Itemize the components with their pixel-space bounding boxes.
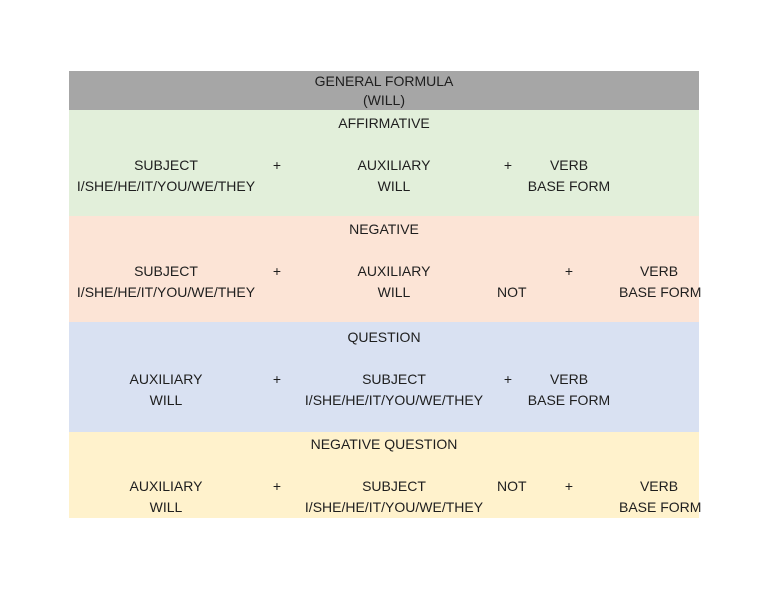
will-formula-table: GENERAL FORMULA (WILL) AFFIRMATIVE SUBJE… xyxy=(69,71,702,518)
formula-cell: WILL xyxy=(149,499,183,515)
formula-cell: WILL xyxy=(377,178,411,194)
formula-cell xyxy=(497,390,519,411)
section-title-affirmative: AFFIRMATIVE xyxy=(338,115,430,131)
spacer-line xyxy=(69,134,699,155)
formula-grid-negative: SUBJECT + AUXILIARY + VERB I/SHE/HE/IT/Y… xyxy=(69,261,702,303)
formula-cell xyxy=(263,282,291,303)
formula-cell: VERB xyxy=(549,371,589,387)
plus-sign: + xyxy=(564,263,574,279)
formula-cell xyxy=(619,390,699,411)
formula-cell: I/SHE/HE/IT/YOU/WE/THEY xyxy=(304,499,484,515)
spacer-line xyxy=(69,240,699,261)
section-title-question: QUESTION xyxy=(347,329,421,345)
formula-cell xyxy=(519,282,619,303)
formula-cell xyxy=(519,497,619,518)
formula-cell: I/SHE/HE/IT/YOU/WE/THEY xyxy=(76,284,256,300)
formula-cell: VERB xyxy=(639,478,679,494)
formula-cell: BASE FORM xyxy=(619,284,702,300)
formula-cell xyxy=(619,176,699,197)
formula-cell: BASE FORM xyxy=(527,392,611,408)
formula-cell xyxy=(497,176,519,197)
plus-sign: + xyxy=(503,157,513,173)
formula-cell xyxy=(619,155,699,176)
formula-cell xyxy=(263,390,291,411)
formula-cell: NOT xyxy=(497,478,527,494)
formula-grid-question: AUXILIARY + SUBJECT + VERB WILL I/SHE/HE… xyxy=(69,369,699,411)
formula-cell: WILL xyxy=(149,392,183,408)
header-title-line2: (WILL) xyxy=(363,92,405,108)
plus-sign: + xyxy=(564,478,574,494)
formula-cell: VERB xyxy=(639,263,679,279)
section-affirmative: AFFIRMATIVE SUBJECT + AUXILIARY + VERB I… xyxy=(69,110,699,216)
header-title-line1: GENERAL FORMULA xyxy=(314,73,454,89)
formula-cell xyxy=(263,497,291,518)
plus-sign: + xyxy=(503,371,513,387)
formula-cell xyxy=(619,369,699,390)
formula-cell: I/SHE/HE/IT/YOU/WE/THEY xyxy=(76,178,256,194)
formula-cell: SUBJECT xyxy=(362,478,426,494)
formula-cell xyxy=(263,176,291,197)
formula-cell xyxy=(497,261,519,282)
spacer-line xyxy=(69,455,699,476)
formula-cell: SUBJECT xyxy=(134,157,198,173)
section-title-negative-question: NEGATIVE QUESTION xyxy=(310,436,458,452)
plus-sign: + xyxy=(272,478,282,494)
plus-sign: + xyxy=(272,263,282,279)
table-header: GENERAL FORMULA (WILL) xyxy=(69,71,699,110)
formula-grid-negative-question: AUXILIARY + SUBJECT NOT + VERB WILL I/SH… xyxy=(69,476,702,518)
formula-cell: BASE FORM xyxy=(619,499,702,515)
formula-cell: AUXILIARY xyxy=(129,371,203,387)
formula-cell: AUXILIARY xyxy=(357,157,431,173)
formula-grid-affirmative: SUBJECT + AUXILIARY + VERB I/SHE/HE/IT/Y… xyxy=(69,155,699,197)
section-question: QUESTION AUXILIARY + SUBJECT + VERB WILL… xyxy=(69,322,699,432)
formula-cell: NOT xyxy=(497,284,527,300)
formula-cell: VERB xyxy=(549,157,589,173)
formula-cell: SUBJECT xyxy=(362,371,426,387)
formula-cell xyxy=(497,497,519,518)
formula-cell: WILL xyxy=(377,284,411,300)
plus-sign: + xyxy=(272,371,282,387)
section-negative-question: NEGATIVE QUESTION AUXILIARY + SUBJECT NO… xyxy=(69,432,702,518)
section-title-negative: NEGATIVE xyxy=(349,221,419,237)
formula-cell: SUBJECT xyxy=(134,263,198,279)
plus-sign: + xyxy=(272,157,282,173)
formula-cell: I/SHE/HE/IT/YOU/WE/THEY xyxy=(304,392,484,408)
section-negative: NEGATIVE SUBJECT + AUXILIARY + VERB I/SH… xyxy=(69,216,702,322)
formula-cell: AUXILIARY xyxy=(129,478,203,494)
formula-cell: BASE FORM xyxy=(527,178,611,194)
formula-cell: AUXILIARY xyxy=(357,263,431,279)
spacer-line xyxy=(69,348,699,369)
